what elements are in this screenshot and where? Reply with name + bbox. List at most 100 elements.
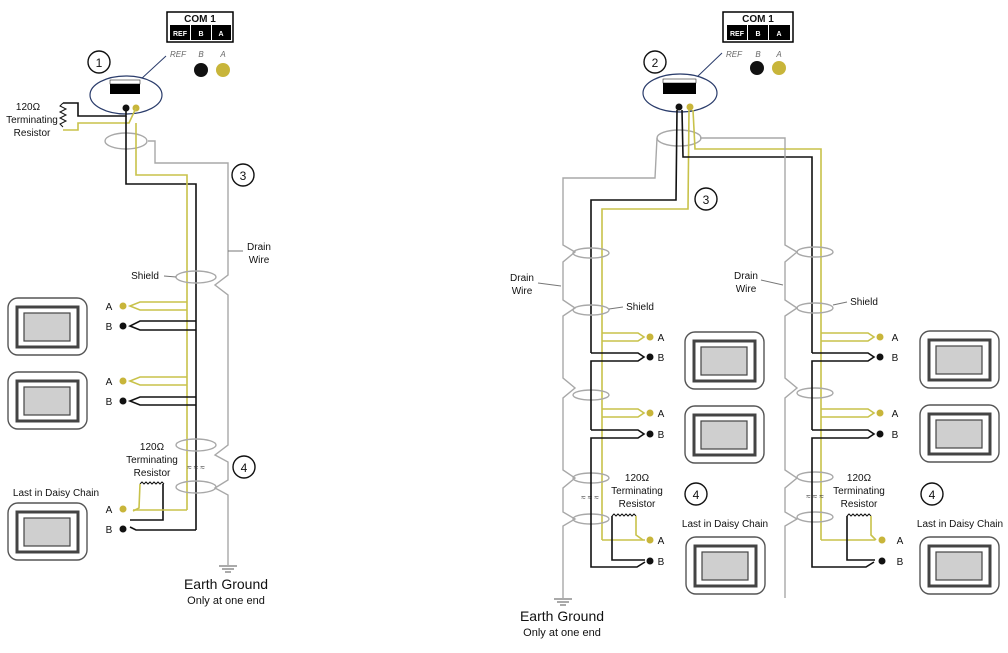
- resistor-top-label: Terminating: [6, 115, 58, 126]
- drain-wire-right1: [562, 137, 658, 598]
- terminal-b-label: B: [106, 397, 113, 408]
- drain-wire-label2: Wire: [512, 286, 533, 297]
- legend-b-dot: [194, 63, 208, 77]
- shield-ellipse: [796, 302, 834, 314]
- drain-wire-label: Drain: [247, 242, 271, 253]
- earth-ground-note: Only at one end: [187, 595, 265, 607]
- shield-label: Shield: [626, 302, 654, 313]
- wire-b-main: [125, 116, 197, 530]
- pin-b-label: B: [198, 31, 203, 38]
- callout-1-label: 1: [96, 56, 103, 70]
- pin-a-label: A: [776, 31, 781, 38]
- terminal-a-label: A: [106, 377, 113, 388]
- branch1-device-last: [685, 536, 766, 595]
- shield-ellipse: [796, 387, 834, 399]
- drain-wire-label2: Wire: [249, 255, 270, 266]
- last-in-chain-label: Last in Daisy Chain: [917, 519, 1003, 530]
- wire-a-branch2: [692, 109, 822, 540]
- com1-block-right: COM 1 REF B A REF B A: [696, 11, 794, 78]
- callout-3-right-label: 3: [703, 193, 710, 207]
- terminating-resistor-top: 120Ω Terminating Resistor: [6, 102, 137, 139]
- terminal-a-label: A: [897, 536, 904, 547]
- branch1-device-1: A B: [590, 331, 765, 430]
- callout-3: [231, 163, 255, 187]
- branch1-device-2: A B: [590, 405, 765, 568]
- port-zoom-left: [89, 75, 163, 115]
- device-2: A B: [7, 371, 196, 430]
- terminal-a-label: A: [106, 302, 113, 313]
- com1-title: COM 1: [184, 14, 216, 25]
- terminal-a-label: A: [892, 409, 899, 420]
- earth-ground-icon-right: [554, 598, 572, 606]
- terminal-a-label: A: [658, 333, 665, 344]
- callout-1: [87, 50, 111, 74]
- earth-ground-icon-left: [219, 565, 237, 573]
- terminal-a-label: A: [658, 409, 665, 420]
- terminal-b-label: B: [106, 525, 113, 536]
- callout-3-label: 3: [240, 169, 247, 183]
- drain-wire-right2: [700, 137, 799, 598]
- legend-b: B: [198, 50, 204, 59]
- legend-a-dot: [216, 63, 230, 77]
- device-1: A B: [7, 297, 196, 356]
- earth-ground-label: Earth Ground: [520, 608, 604, 624]
- resistor-value: 120Ω: [625, 473, 650, 484]
- terminal-b-label: B: [658, 353, 665, 364]
- terminal-b-label: B: [892, 430, 899, 441]
- legend-b: B: [755, 50, 761, 59]
- drain-wire-left: [148, 140, 229, 565]
- callout-4-label: 4: [929, 488, 936, 502]
- resistor-label: Terminating: [833, 486, 885, 497]
- wire-b-branch2: [681, 109, 813, 353]
- drain-wire-label2: Wire: [736, 284, 757, 295]
- terminal-b-label: B: [892, 353, 899, 364]
- terminal-a-label: A: [892, 333, 899, 344]
- resistor-label2: Resistor: [619, 499, 656, 510]
- callout-4-label: 4: [693, 488, 700, 502]
- terminal-b-label: B: [658, 430, 665, 441]
- resistor-bottom-value: 120Ω: [140, 442, 165, 453]
- callout-4-right2: [920, 482, 944, 506]
- pin-ref-label: REF: [173, 31, 188, 38]
- callout-4-label: 4: [241, 461, 248, 475]
- earth-ground-label: Earth Ground: [184, 576, 268, 592]
- callout-3-right: [694, 187, 718, 211]
- terminal-b-label: B: [897, 557, 904, 568]
- right-diagram: COM 1 REF B A REF B A 2: [510, 11, 1003, 639]
- terminal-b-label: B: [658, 557, 665, 568]
- shield-ellipse: [796, 471, 834, 483]
- resistor-bottom-label: Terminating: [126, 455, 178, 466]
- resistor-bottom-label2: Resistor: [134, 468, 171, 479]
- legend-a-dot: [772, 61, 786, 75]
- resistor-bottom-icon: [139, 481, 165, 485]
- shield-ellipse: [175, 438, 217, 452]
- callout-2-label: 2: [652, 56, 659, 70]
- legend-ref: REF: [726, 50, 743, 59]
- com1-block-left: COM 1 REF B A REF B A: [139, 11, 234, 81]
- shield-ellipse: [572, 247, 610, 259]
- com1-title: COM 1: [742, 14, 774, 25]
- wire-a-main: [135, 123, 188, 510]
- shield-ellipse: [796, 246, 834, 258]
- wire-b-branch1: [590, 109, 678, 353]
- break-marks: ≈ ≈ ≈: [806, 492, 824, 501]
- shield-ellipse: [175, 480, 217, 494]
- last-in-chain-label: Last in Daisy Chain: [13, 488, 99, 499]
- branch2-device-2: A B: [811, 404, 1000, 568]
- branch2-device-last: [919, 536, 1000, 595]
- resistor-label2: Resistor: [841, 499, 878, 510]
- last-in-chain-label: Last in Daisy Chain: [682, 519, 768, 530]
- resistor-icon: [611, 513, 637, 517]
- pin-ref-label: REF: [730, 31, 745, 38]
- terminal-a-label: A: [658, 536, 665, 547]
- port-zoom-right: [642, 73, 718, 113]
- pin-b-label: B: [755, 31, 760, 38]
- wire-a-branch1: [601, 109, 690, 540]
- legend-a: A: [775, 50, 781, 59]
- callout-2: [643, 50, 667, 74]
- shield-ellipse: [572, 304, 610, 316]
- break-marks: ≈ ≈ ≈: [187, 463, 205, 472]
- left-diagram: COM 1 REF B A REF B A 1: [6, 11, 271, 607]
- legend-a: A: [219, 50, 225, 59]
- legend-ref: REF: [170, 50, 187, 59]
